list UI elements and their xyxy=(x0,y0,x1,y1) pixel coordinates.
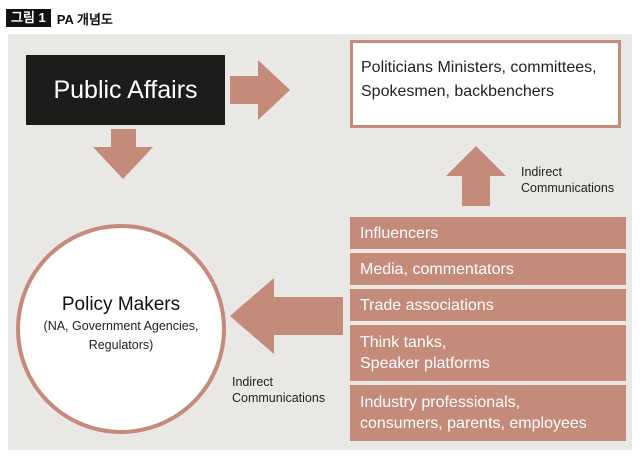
indirect-lower-line-1: Indirect xyxy=(232,375,273,389)
influencer-line-1: Think tanks, xyxy=(360,334,447,351)
indirect-lower-line-2: Communications xyxy=(232,391,326,405)
arrow-up xyxy=(446,146,506,206)
arrows-layer xyxy=(93,60,506,354)
politicians-line-2: Spokesmen, backbenchers xyxy=(361,83,554,100)
influencer-line-2: consumers, parents, employees xyxy=(360,415,587,432)
influencer-line-1: Influencers xyxy=(360,224,439,242)
public-affairs-label: Public Affairs xyxy=(53,75,198,104)
influencer-line-1: Trade associations xyxy=(360,296,494,314)
influencer-line-1: Industry professionals, xyxy=(360,394,521,411)
figure-caption: 그림 1 PA 개념도 xyxy=(6,8,113,28)
arrow-down xyxy=(93,129,153,179)
public-affairs-box: Public Affairs xyxy=(26,55,225,125)
influencer-item: Influencers xyxy=(350,217,626,249)
indirect-upper-line-1: Indirect xyxy=(521,165,562,179)
policy-makers-circle: Policy Makers (NA, Government Agencies, … xyxy=(16,224,226,434)
arrow-left xyxy=(230,278,343,354)
influencer-item: Think tanks, Speaker platforms xyxy=(350,325,626,381)
influencer-item: Industry professionals, consumers, paren… xyxy=(350,385,626,441)
arrow-right xyxy=(230,60,290,120)
politicians-line-1: Politicians Ministers, committees, xyxy=(361,59,597,76)
indirect-communications-lower: Indirect Communications xyxy=(232,374,325,406)
influencer-item: Trade associations xyxy=(350,289,626,321)
influencer-item: Media, commentators xyxy=(350,253,626,285)
influencer-line-1: Media, commentators xyxy=(360,260,514,278)
indirect-upper-line-2: Communications xyxy=(521,181,615,195)
diagram-panel: Public Affairs Politicians Ministers, co… xyxy=(8,34,632,450)
policy-makers-sub-1: (NA, Government Agencies, xyxy=(43,319,199,333)
politicians-box: Politicians Ministers, committees, Spoke… xyxy=(350,40,621,128)
indirect-communications-upper: Indirect Communications xyxy=(521,164,614,196)
influencer-line-2: Speaker platforms xyxy=(360,355,490,372)
figure-title: PA 개념도 xyxy=(56,11,113,27)
policy-makers-sub-2: Regulators) xyxy=(88,338,154,352)
policy-makers-title: Policy Makers xyxy=(61,294,181,315)
figure-number: 그림 1 xyxy=(6,9,51,27)
